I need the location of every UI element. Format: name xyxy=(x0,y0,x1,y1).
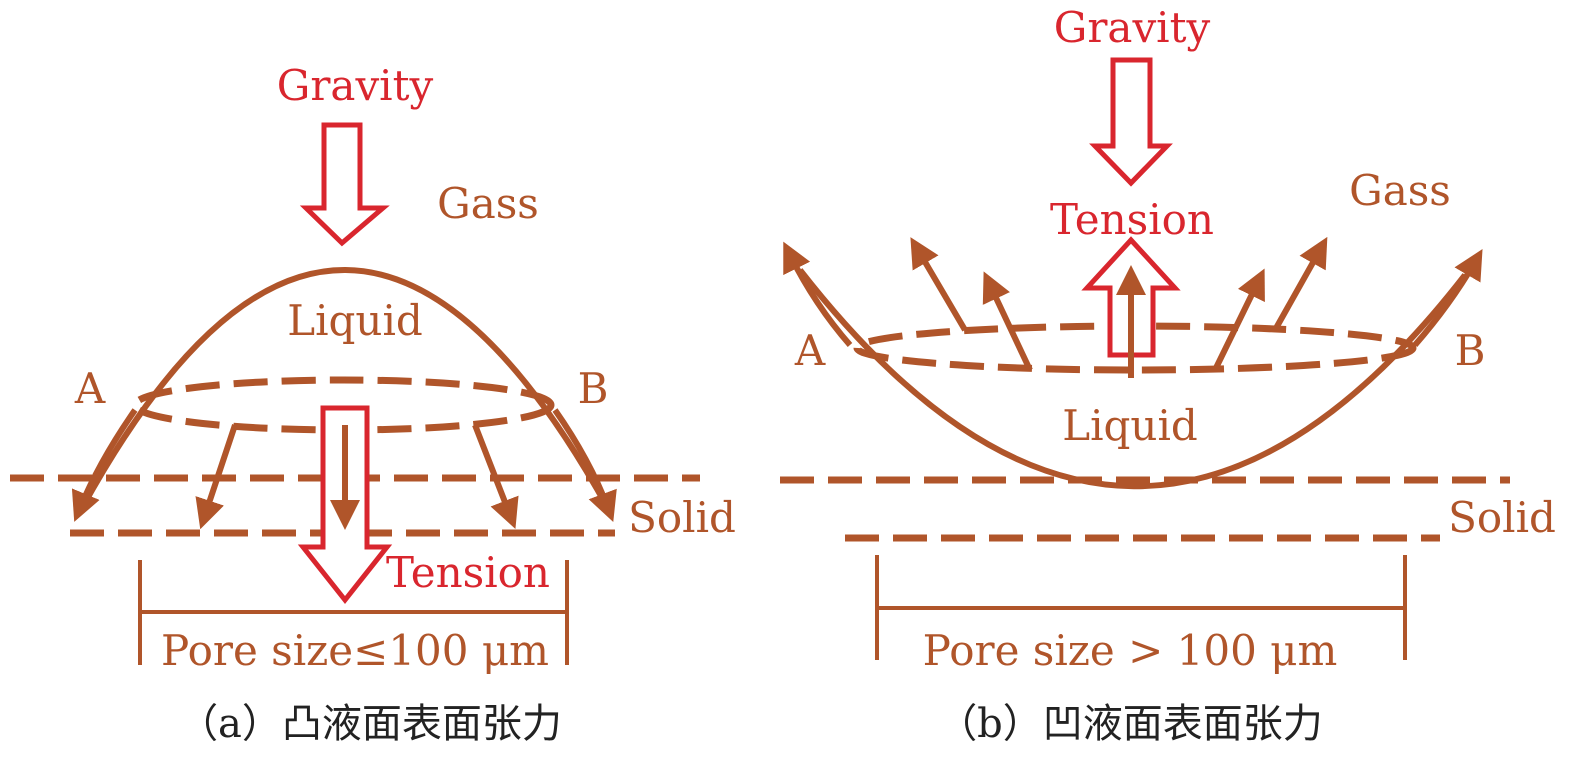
point-a-label: A xyxy=(794,326,826,375)
tension-arrow xyxy=(1272,236,1328,332)
gas-label: Gass xyxy=(1349,166,1451,215)
tension-arrow xyxy=(195,424,238,530)
gas-label: Gass xyxy=(437,179,539,228)
surface-arrow-a xyxy=(71,408,138,522)
surface-arrow-b xyxy=(1412,249,1483,347)
caption-a: （a）凸液面表面张力 xyxy=(178,701,562,747)
point-b-label: B xyxy=(1455,326,1486,375)
solid-label: Solid xyxy=(1448,493,1556,542)
surface-arrow-a xyxy=(783,241,853,347)
panel-b-concave: Gravity Tension Gass A B Liquid Solid Po… xyxy=(780,3,1556,747)
caption-b: （b）凹液面表面张力 xyxy=(937,701,1323,747)
solid-label: Solid xyxy=(628,493,736,542)
liquid-label: Liquid xyxy=(1062,401,1198,450)
tension-arrow xyxy=(472,423,519,529)
surface-arrow-b xyxy=(552,408,617,523)
pore-size-bracket xyxy=(875,555,1407,660)
gravity-label: Gravity xyxy=(277,61,434,110)
tension-arrow xyxy=(910,237,968,332)
liquid-label: Liquid xyxy=(287,296,423,345)
tension-arrow xyxy=(1212,268,1265,372)
gravity-label: Gravity xyxy=(1054,3,1211,52)
pore-size-label: Pore size > 100 μm xyxy=(923,626,1338,675)
panel-a-convex: Gravity Gass Liquid A B Tension Solid Po… xyxy=(10,61,736,747)
pore-size-label: Pore size≤100 μm xyxy=(161,626,549,675)
tension-label: Tension xyxy=(1050,195,1214,244)
tension-arrow xyxy=(982,271,1033,372)
gravity-arrow xyxy=(1089,57,1173,187)
gravity-arrow xyxy=(299,122,390,247)
concave-liquid-surface xyxy=(797,268,1468,490)
tension-label: Tension xyxy=(386,548,550,597)
point-b-label: B xyxy=(578,364,609,413)
point-a-label: A xyxy=(74,364,106,413)
pore-size-bracket xyxy=(138,560,569,665)
